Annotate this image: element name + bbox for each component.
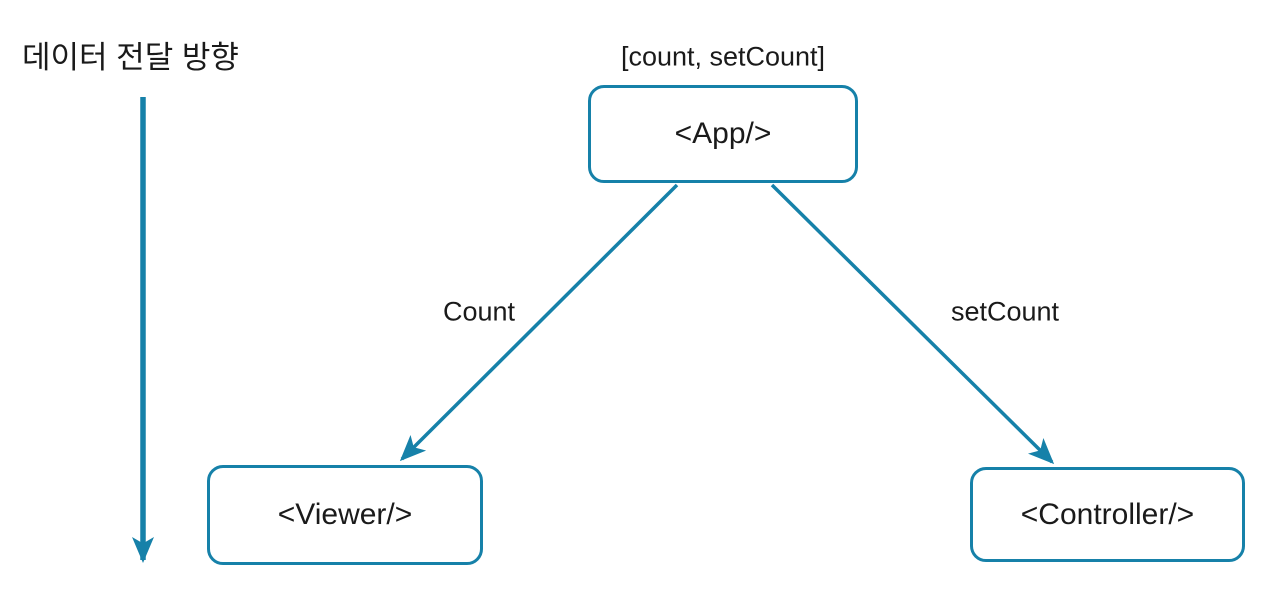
node-viewer: <Viewer/>: [207, 465, 483, 565]
flow-direction-title: 데이터 전달 방향: [22, 40, 239, 75]
node-controller-label: <Controller/>: [1020, 497, 1195, 531]
node-controller: <Controller/>: [970, 467, 1245, 562]
node-app: <App/>: [588, 85, 858, 183]
node-viewer-label: <Viewer/>: [277, 498, 413, 531]
edge-app-controller: [770, 183, 1055, 465]
edge-label-count: Count: [442, 296, 516, 327]
state-label: [count, setCount]: [620, 41, 826, 72]
edge-app-viewer: [399, 183, 679, 462]
node-app-label: <App/>: [674, 117, 772, 150]
edge-label-setcount: setCount: [950, 296, 1060, 327]
